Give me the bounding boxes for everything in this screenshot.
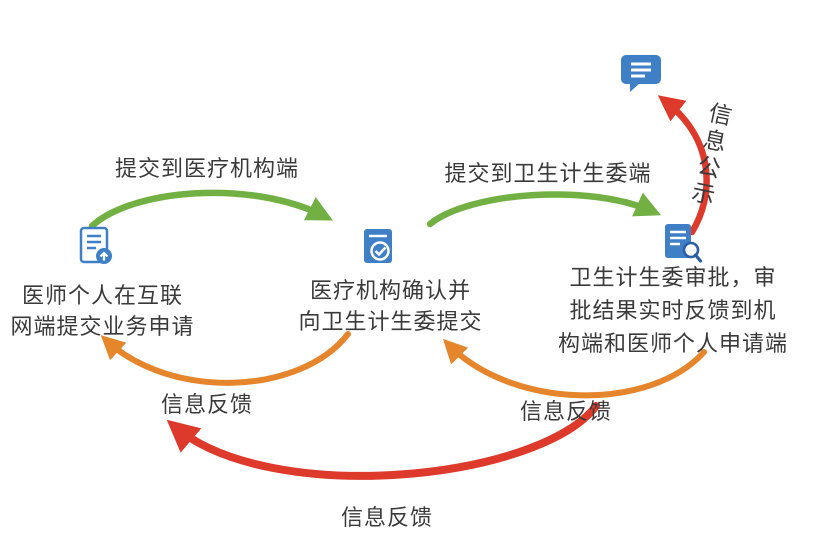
arrow-feedback-commission-to-applicant bbox=[166, 402, 600, 480]
document-check-icon bbox=[364, 229, 392, 263]
node-commission-line2: 批结果实时反馈到机 bbox=[569, 298, 777, 323]
node-commission-label: 卫生计生委审批，审 批结果实时反馈到机 构端和医师个人申请端 bbox=[533, 261, 813, 360]
node-institution-line1: 医疗机构确认并 bbox=[309, 278, 471, 303]
node-applicant-line2: 网端提交业务申请 bbox=[10, 314, 195, 339]
arrow-label-submit-to-commission: 提交到卫生计生委端 bbox=[444, 161, 652, 186]
arrow-feedback-institution-to-applicant bbox=[100, 331, 351, 386]
arrow-feedback-commission-to-institution bbox=[442, 338, 707, 399]
chat-message-icon bbox=[621, 55, 661, 92]
node-applicant-line1: 医师个人在互联 bbox=[21, 283, 183, 308]
node-applicant-icon bbox=[78, 226, 114, 271]
node-publicity-icon bbox=[619, 53, 663, 100]
node-institution-line2: 向卫生计生委提交 bbox=[298, 309, 483, 334]
node-institution-icon bbox=[361, 227, 397, 272]
arrow-submit-to-commission bbox=[426, 191, 662, 228]
arrow-label-feedback-commission-to-applicant: 信息反馈 bbox=[340, 505, 433, 530]
document-search-icon bbox=[665, 224, 703, 263]
arrow-submit-to-institution bbox=[88, 189, 333, 230]
arrow-info-publicity bbox=[657, 95, 710, 236]
node-commission-icon bbox=[663, 222, 703, 269]
arrow-label-feedback-institution-to-applicant: 信息反馈 bbox=[160, 392, 253, 417]
arrow-label-feedback-commission-to-institution: 信息反馈 bbox=[519, 399, 612, 424]
node-commission-line3: 构端和医师个人申请端 bbox=[557, 331, 788, 356]
document-submit-icon bbox=[79, 226, 112, 264]
node-commission-line1: 卫生计生委审批，审 bbox=[569, 265, 777, 290]
node-applicant-label: 医师个人在互联 网端提交业务申请 bbox=[0, 280, 205, 342]
arrow-label-submit-to-institution: 提交到医疗机构端 bbox=[114, 156, 299, 181]
node-institution-label: 医疗机构确认并 向卫生计生委提交 bbox=[283, 275, 498, 337]
